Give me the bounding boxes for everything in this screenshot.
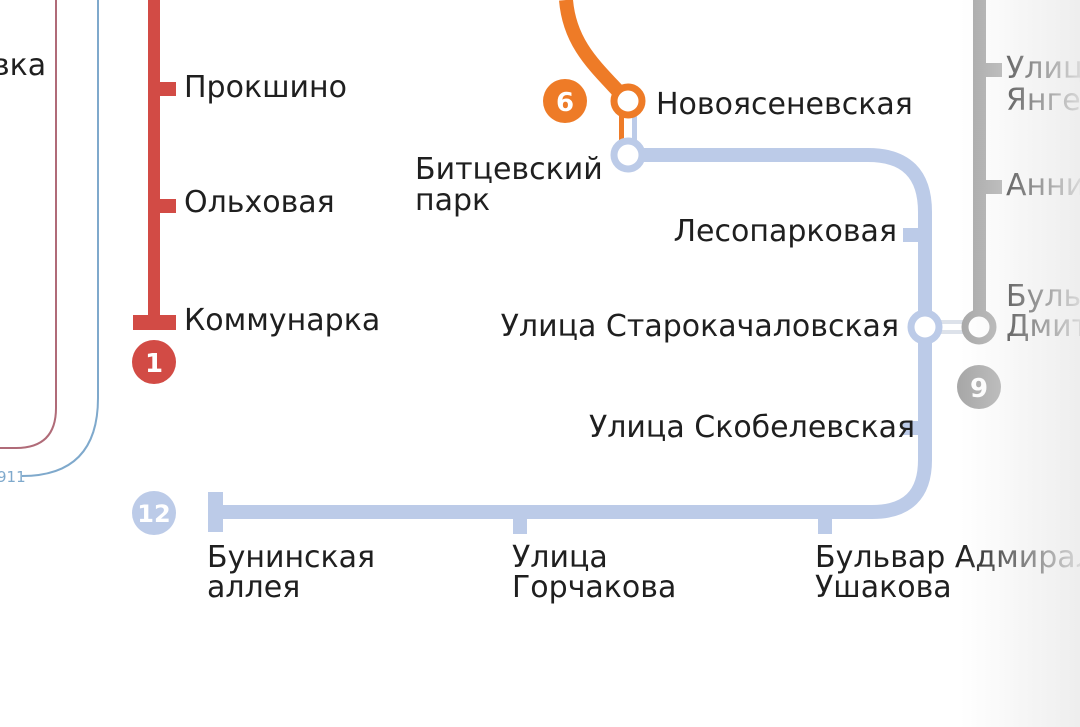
transfer-novoyasenevskaya-bittsevsky [610, 83, 646, 173]
line-9-tick-annino [980, 180, 1002, 194]
line-1-tick-prokshino [154, 82, 176, 96]
edge-label-left-partial: вка [0, 48, 46, 83]
station-ushakova-line2[interactable]: Ушакова [815, 570, 952, 605]
line-12-track [215, 148, 932, 519]
station-annino[interactable]: Аннино [1006, 168, 1080, 203]
station-starokachalovskaya[interactable]: Улица Старокачаловская [501, 309, 899, 344]
line-12: 12 [132, 148, 932, 535]
station-buninskaya-alleya-line2[interactable]: аллея [207, 570, 300, 605]
line-12-terminus-buninskaya [208, 492, 223, 532]
line-1: 1 [132, 0, 176, 384]
station-kommunarka[interactable]: Коммунарка [184, 303, 380, 338]
station-node-bittsevsky-park[interactable] [610, 137, 646, 173]
station-novoyasenevskaya[interactable]: Новоясеневская [656, 87, 913, 122]
transfer-starokachalovskaya-donskogo [907, 309, 997, 345]
line-1-badge-number: 1 [145, 349, 163, 379]
station-node-novoyasenevskaya[interactable] [610, 83, 646, 119]
station-bittsevsky-park-line1[interactable]: Битцевский [415, 152, 603, 187]
station-lesoparkovaya[interactable]: Лесопарковая [674, 214, 898, 249]
line-12-tick-ushakova [818, 512, 832, 534]
transfer-connector-core [624, 101, 632, 155]
line-1-tick-olkhovaya [154, 199, 176, 213]
transfer-connector-core-12-9 [925, 324, 979, 330]
line-9-tick-yangelya [980, 63, 1002, 77]
transfer-connector-stripe-blue [632, 101, 637, 155]
line-1-badge [132, 340, 176, 384]
line-1-track [148, 0, 160, 330]
line-9-track [973, 0, 986, 326]
station-gorchakova-line1[interactable]: Улица [512, 540, 608, 575]
outer-line-blue [21, 0, 99, 477]
line-6-badge [543, 79, 587, 123]
station-bittsevsky-park-line2[interactable]: парк [415, 183, 490, 218]
station-node-bulvar-dmitriya-donskogo[interactable] [961, 309, 997, 345]
line-12-tick-skobelevskaya [903, 421, 925, 435]
line-9-badge-number: 9 [970, 374, 988, 404]
line-12-tick-lesoparkovaya [903, 228, 925, 242]
station-yangelya-line2[interactable]: Янгеля [1006, 83, 1080, 118]
line-12-badge [132, 491, 176, 535]
station-node-starokachalovskaya[interactable] [907, 309, 943, 345]
station-donskogo-line2[interactable]: Дмитрия Донского [1006, 309, 1080, 344]
station-olkhovaya[interactable]: Ольховая [184, 185, 335, 220]
station-gorchakova-line2[interactable]: Горчакова [512, 570, 676, 605]
station-yangelya-line1[interactable]: Улица [1006, 51, 1080, 86]
station-buninskaya-alleya-line1[interactable]: Бунинская [207, 540, 375, 575]
transfer-connector-stripe-orange [619, 101, 624, 155]
line-6-badge-number: 6 [556, 88, 574, 118]
station-skobelevskaya[interactable]: Улица Скобелевская [589, 410, 915, 445]
line-9: 9 [957, 0, 1002, 409]
line-1-terminus-kommunarka [133, 315, 176, 330]
edge-label-left-small: 911 [0, 468, 26, 486]
line-12-tick-gorchakova [513, 512, 527, 534]
outer-line-red [0, 0, 57, 449]
line-12-badge-number: 12 [137, 500, 170, 528]
station-prokshino[interactable]: Прокшино [184, 70, 347, 105]
